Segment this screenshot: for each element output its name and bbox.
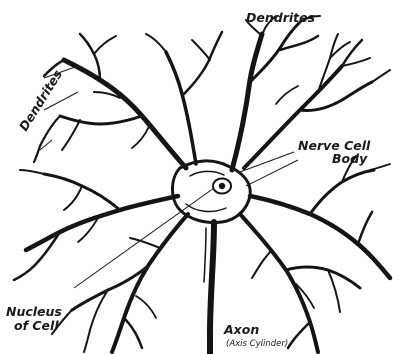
label-axon-line2: (Axis Cylinder) <box>226 339 288 349</box>
label-dendrites-left: Dendrites <box>16 67 65 134</box>
label-dendrites-top: Dendrites <box>246 10 315 25</box>
label-axon-line1: Axon <box>223 322 259 337</box>
nucleus <box>213 179 231 194</box>
dendrites-lower-right <box>240 156 390 352</box>
axon <box>204 222 214 354</box>
label-nerve-cell-body-line2: Body <box>332 151 368 166</box>
label-nucleus-line2: of Cell <box>14 318 59 333</box>
label-nucleus-line1: Nucleus <box>6 304 62 319</box>
